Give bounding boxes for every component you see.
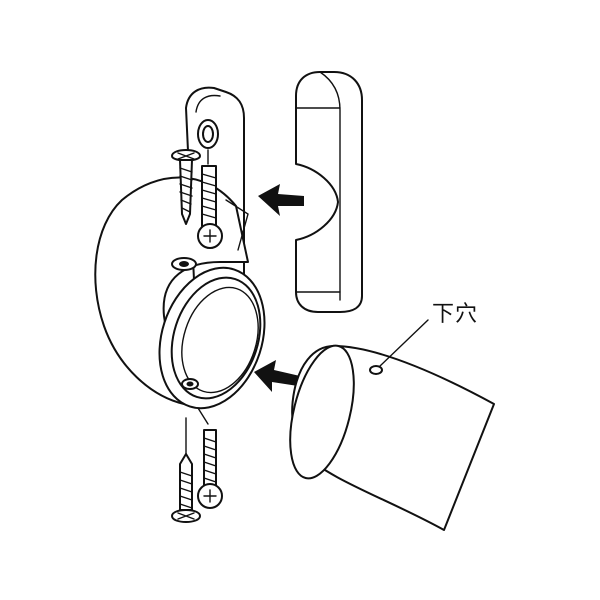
pole bbox=[289, 344, 495, 531]
top-screw-right bbox=[197, 149, 223, 249]
bottom-screw-left bbox=[171, 417, 201, 523]
bottom-screw-right bbox=[197, 407, 223, 509]
end-cap bbox=[295, 71, 363, 313]
pilot-hole-label: 下穴 bbox=[432, 302, 479, 327]
top-screw-left bbox=[171, 149, 201, 225]
arrow-upper bbox=[258, 184, 304, 216]
arrow-lower bbox=[254, 360, 300, 392]
label-leader bbox=[379, 319, 429, 367]
